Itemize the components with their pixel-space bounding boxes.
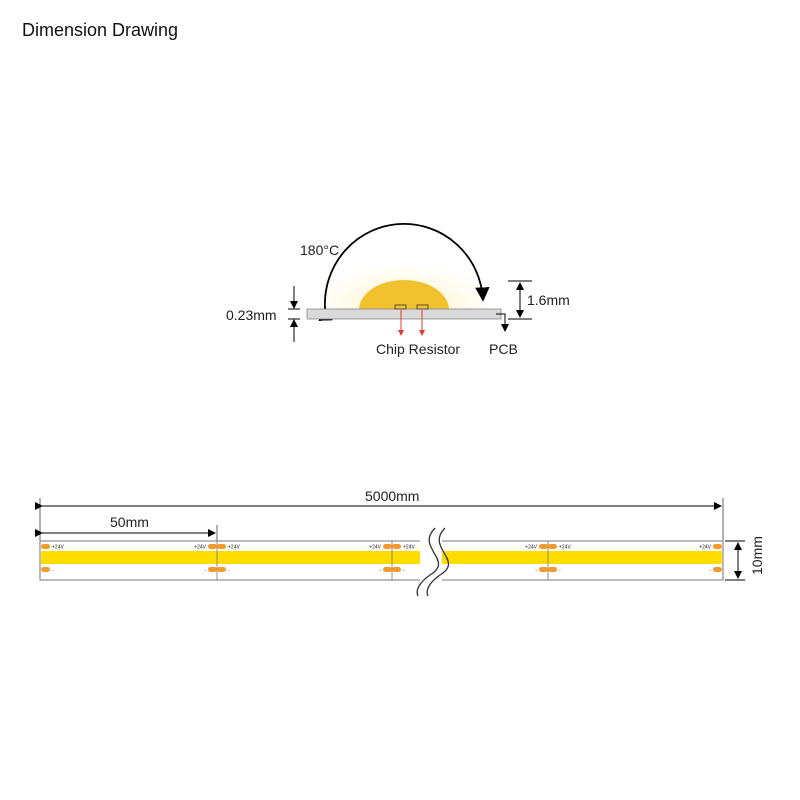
- angle-label: 180°C: [300, 242, 339, 258]
- pad-label-negative: -: [535, 568, 537, 574]
- pad-label-negative: -: [403, 568, 405, 574]
- cross-section: 180°C 0.23mm 1.6mm Chip Resistor PCB: [226, 223, 570, 357]
- phosphor-dome: [359, 280, 449, 310]
- pad-label-negative: -: [559, 568, 561, 574]
- pad-label-positive: +24V: [369, 545, 381, 551]
- solder-pad: [713, 544, 722, 549]
- cob-led-band: [41, 551, 722, 564]
- solder-pad: [392, 567, 401, 572]
- solder-pad: [41, 567, 50, 572]
- led-strip: 5000mm 50mm +24V - +24V - +24V - +24V - +24V - +24…: [35, 488, 765, 597]
- chip-resistor-label: Chip Resistor: [376, 341, 460, 357]
- pad-label-positive: +24V: [525, 545, 537, 551]
- width-label: 10mm: [749, 536, 765, 575]
- pad-label-positive: +24V: [228, 545, 240, 551]
- segment-label: 50mm: [110, 514, 149, 530]
- pad-label-negative: -: [709, 568, 711, 574]
- pad-label-negative: -: [228, 568, 230, 574]
- pad-label-negative: -: [52, 568, 54, 574]
- chip-resistor: [416, 304, 429, 310]
- pcb-label: PCB: [489, 341, 518, 357]
- pad-label-negative: -: [204, 568, 206, 574]
- solder-pad: [217, 567, 226, 572]
- pad-label-positive: +24V: [403, 545, 415, 551]
- length-label: 5000mm: [365, 488, 419, 504]
- solder-pad: [208, 544, 217, 549]
- pcb-board: [306, 308, 502, 320]
- thickness-label: 0.23mm: [226, 307, 277, 323]
- pad-label-positive: +24V: [559, 545, 571, 551]
- height-label: 1.6mm: [527, 292, 570, 308]
- break-line: [426, 527, 449, 597]
- solder-pad: [548, 567, 557, 572]
- pad-label-positive: +24V: [52, 545, 64, 551]
- solder-pad: [217, 544, 226, 549]
- solder-pad: [713, 567, 722, 572]
- angle-arc: [318, 223, 490, 321]
- solder-pad: [392, 544, 401, 549]
- solder-pad: [539, 567, 548, 572]
- pad-label-positive: +24V: [194, 545, 206, 551]
- solder-pad: [208, 567, 217, 572]
- page-title: Dimension Drawing: [22, 20, 179, 40]
- solder-pad: [383, 544, 392, 549]
- chip-resistor: [394, 304, 407, 310]
- solder-pad: [539, 544, 548, 549]
- solder-pad: [383, 567, 392, 572]
- solder-pad: [41, 544, 50, 549]
- pad-label-positive: +24V: [699, 545, 711, 551]
- pad-label-negative: -: [379, 568, 381, 574]
- break-line: [416, 527, 439, 597]
- solder-pad: [548, 544, 557, 549]
